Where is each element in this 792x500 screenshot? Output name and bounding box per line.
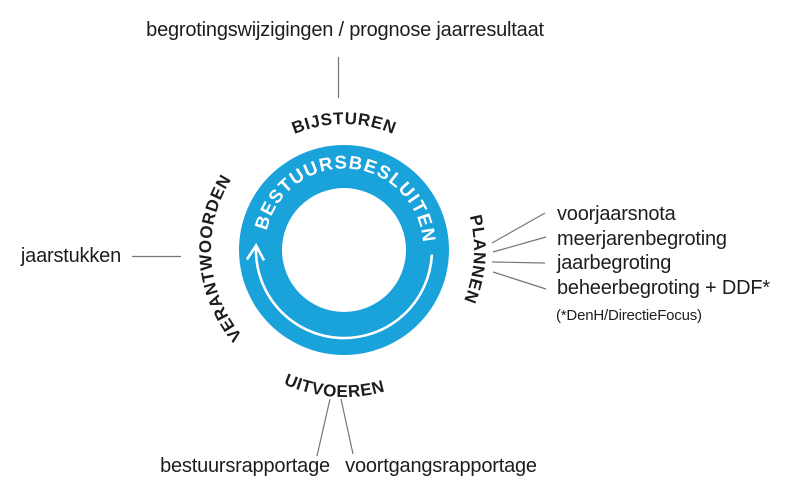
annotation-right-jaarbegroting: jaarbegroting (556, 252, 671, 274)
connector-right-4 (492, 271, 547, 290)
cycle-arrow (254, 245, 434, 340)
connector-right-1 (491, 212, 546, 244)
cycle-ring-hole (282, 188, 406, 312)
annotation-right-voorjaarsnota: voorjaarsnota (557, 203, 677, 225)
annotation-right-footnote: (*DenH/DirectieFocus) (556, 307, 702, 324)
annotation-top: begrotingswijzigingen / prognose jaarres… (146, 19, 544, 41)
annotation-bottom-voortgangsrapportage: voortgangsrapportage (345, 455, 537, 477)
connector-right-3 (491, 261, 546, 264)
cycle-arrow-head-icon (245, 242, 266, 262)
annotation-bottom-bestuursrapportage: bestuursrapportage (160, 455, 330, 477)
phase-label-plannen: PLANNEN (460, 213, 489, 306)
connector-bottom-left (316, 398, 331, 457)
annotation-left: jaarstukken (20, 245, 121, 267)
phase-label-verantwoorden: VERANTWOORDEN (196, 171, 246, 345)
connector-right-2 (492, 236, 547, 253)
phase-label-uitvoeren: UITVOEREN (282, 370, 387, 401)
phase-label-bijsturen: BIJSTUREN (289, 109, 399, 138)
annotation-right-meerjarenbegroting: meerjarenbegroting (557, 228, 727, 250)
connector-bottom-right (340, 398, 354, 455)
annotation-right-beheerbegroting: beheerbegroting + DDF* (557, 277, 770, 299)
